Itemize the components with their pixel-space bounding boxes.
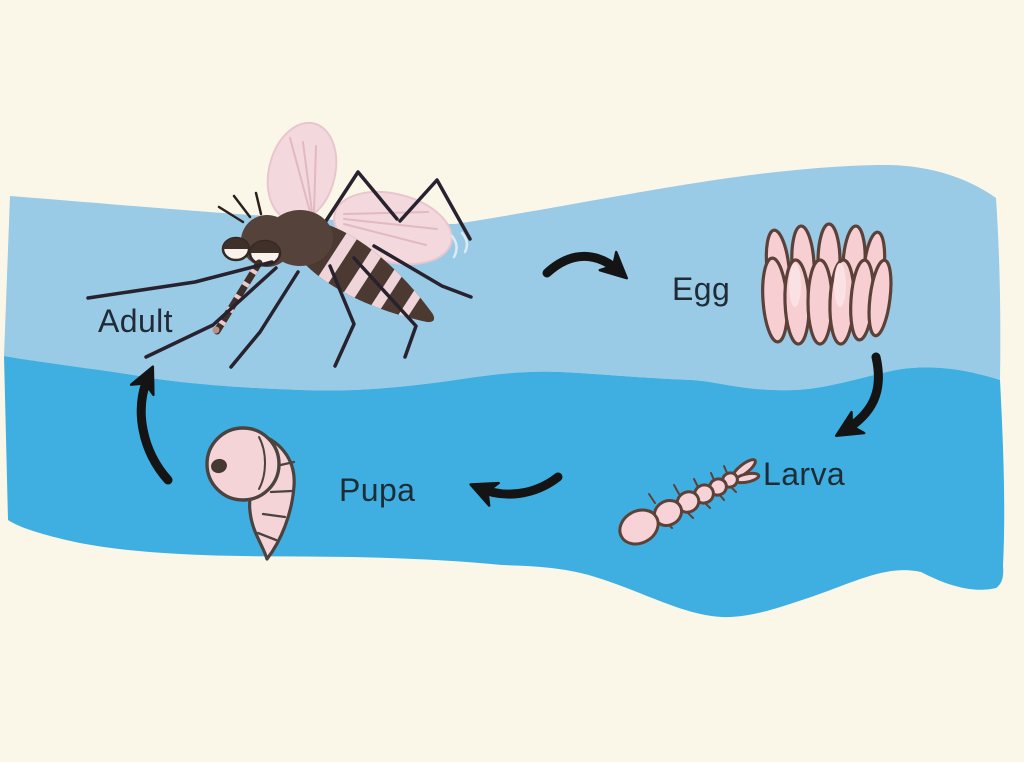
arrow-larva-to-pupa (469, 472, 563, 507)
stage-label-egg: Egg (672, 271, 731, 307)
pupa-icon (205, 426, 296, 561)
water-deep-shape (4, 356, 1005, 618)
stage-label-adult: Adult (98, 303, 173, 339)
larva-icon (618, 458, 761, 546)
adult-mosquito-icon (86, 121, 473, 369)
arrow-egg-to-larva (834, 352, 883, 437)
stage-label-pupa: Pupa (339, 472, 416, 508)
egg-raft-icon (761, 222, 893, 346)
stage-label-larva: Larva (763, 456, 846, 492)
arrow-pupa-to-adult (129, 365, 173, 485)
arrow-adult-to-egg (542, 250, 629, 280)
